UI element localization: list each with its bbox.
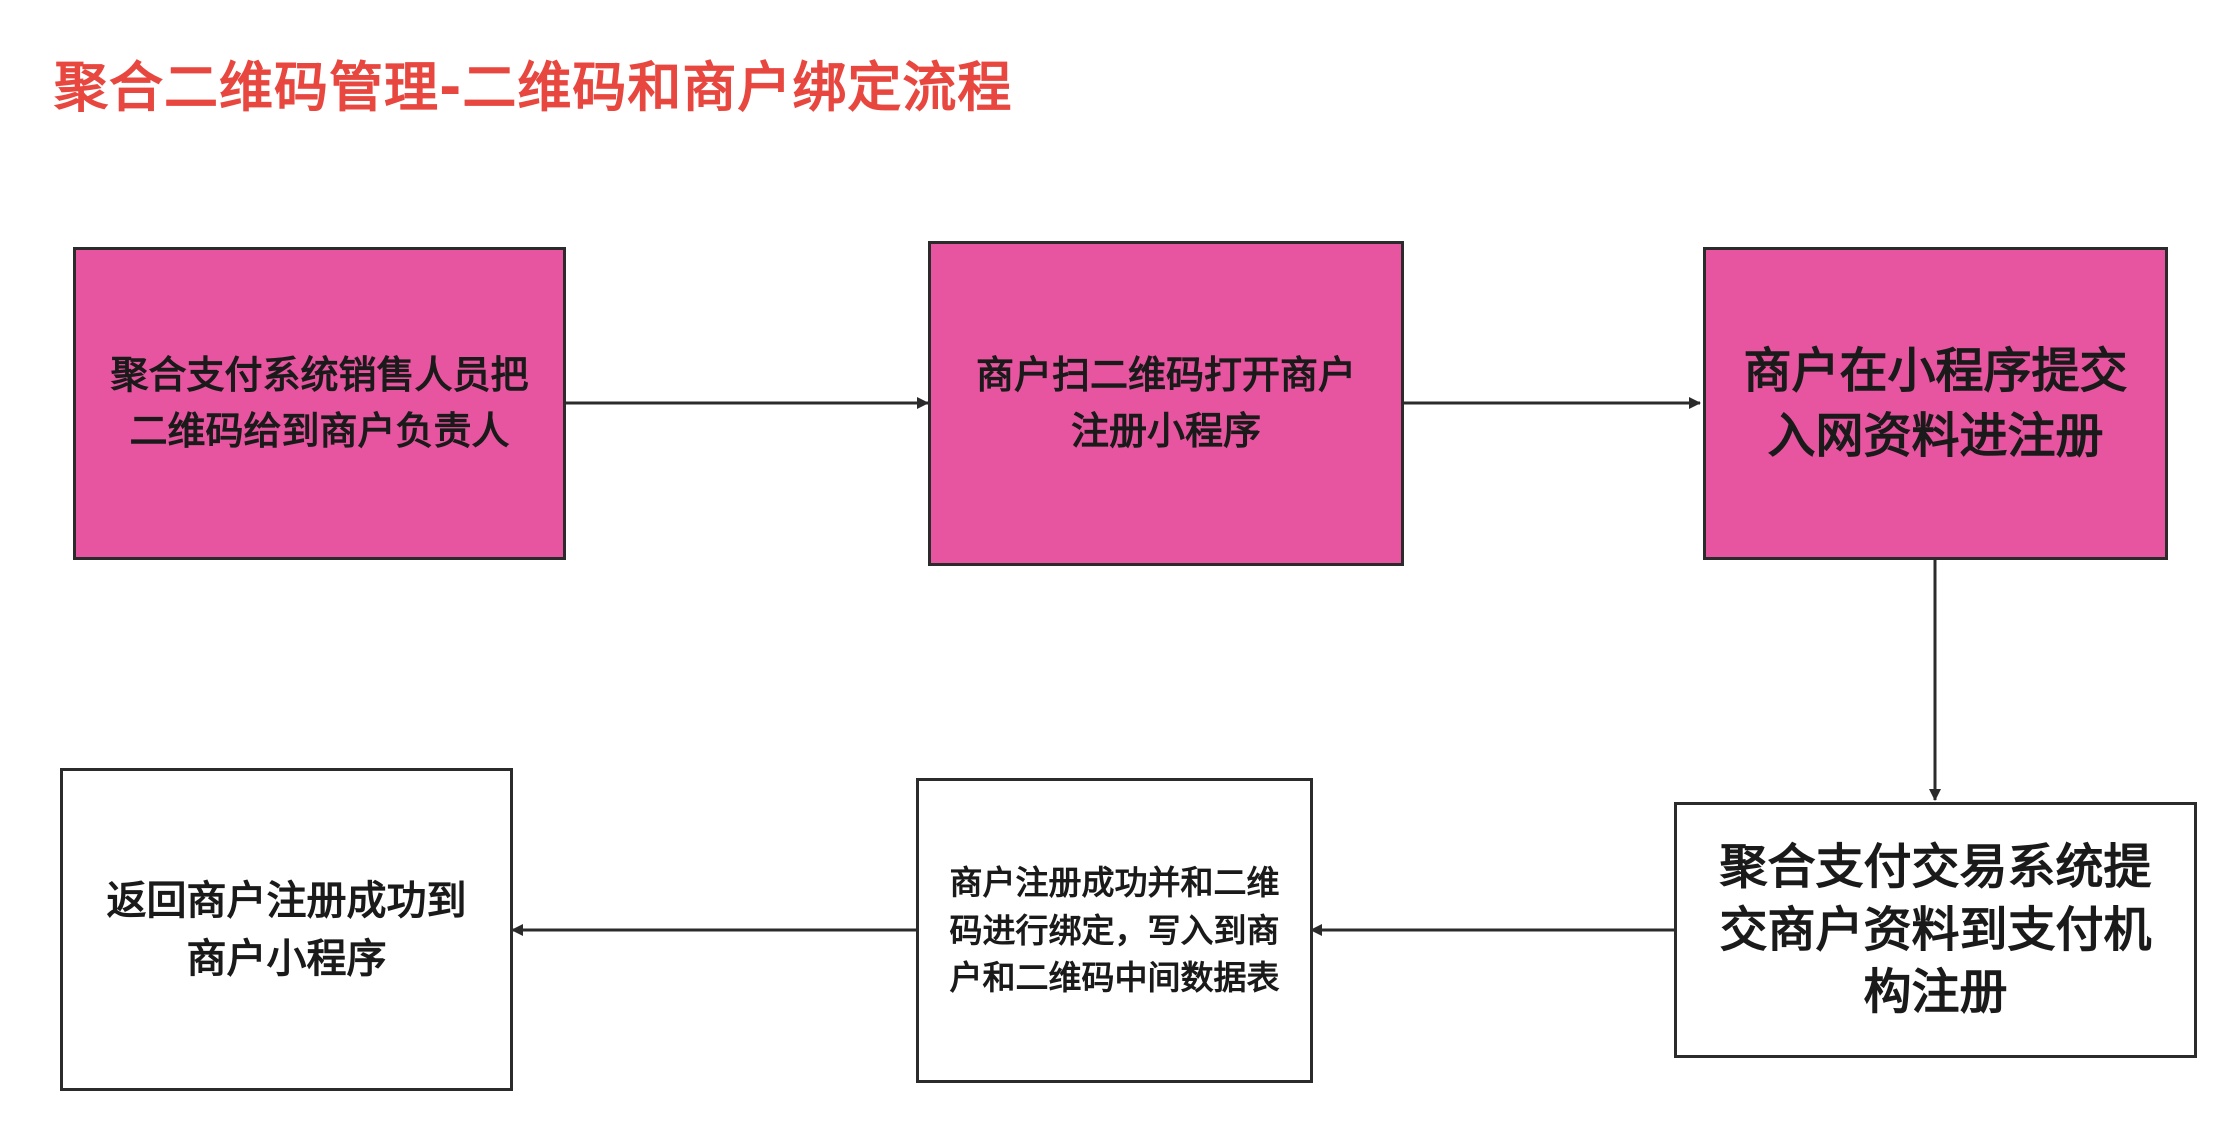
flow-node-label: 聚合支付交易系统提 交商户资料到支付机 构注册	[1719, 839, 2152, 1021]
flow-node-step5: 商户注册成功并和二维 码进行绑定，写入到商 户和二维码中间数据表	[916, 778, 1313, 1083]
flow-node-label: 商户在小程序提交 入网资料进注册	[1743, 342, 2128, 464]
flow-node-label: 返回商户注册成功到 商户小程序	[106, 877, 467, 982]
flow-node-label: 商户注册成功并和二维 码进行绑定，写入到商 户和二维码中间数据表	[949, 862, 1280, 998]
flow-node-step3: 商户在小程序提交 入网资料进注册	[1703, 247, 2168, 560]
flow-node-step1: 聚合支付系统销售人员把 二维码给到商户负责人	[73, 247, 566, 560]
flow-node-step2: 商户扫二维码打开商户 注册小程序	[928, 241, 1404, 566]
flow-node-step4: 聚合支付交易系统提 交商户资料到支付机 构注册	[1674, 802, 2197, 1058]
flow-node-label: 商户扫二维码打开商户 注册小程序	[975, 353, 1356, 453]
page-title: 聚合二维码管理-二维码和商户绑定流程	[54, 56, 1013, 119]
flow-node-step6: 返回商户注册成功到 商户小程序	[60, 768, 513, 1091]
flow-node-label: 聚合支付系统销售人员把 二维码给到商户负责人	[110, 353, 529, 453]
